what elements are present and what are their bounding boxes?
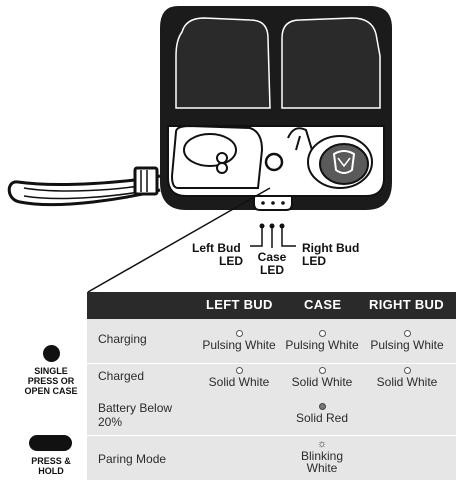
pointer-line xyxy=(87,187,271,293)
case-lid xyxy=(160,6,392,118)
right-bud-led-dot xyxy=(279,223,285,229)
table-header: LEFT BUD CASE RIGHT BUD xyxy=(87,292,456,319)
case-base xyxy=(160,118,392,211)
right-bud-led-label: Right Bud LED xyxy=(302,241,360,268)
white-led-icon xyxy=(235,330,243,337)
cell-charged-right: Solid White xyxy=(362,367,452,388)
cell-pairing-case: ☼ Blinking White xyxy=(277,438,367,475)
lanyard-strap xyxy=(7,166,161,207)
charging-case-illustration xyxy=(7,6,392,293)
row-label-charged: Charged xyxy=(98,369,145,383)
white-led-icon xyxy=(403,367,411,374)
press-hold-icon xyxy=(29,435,72,451)
table-body xyxy=(87,319,456,480)
white-led-icon xyxy=(318,367,326,374)
left-bud-led-dot xyxy=(259,223,265,229)
cell-charged-left: Solid White xyxy=(194,367,284,388)
row-label-pairing: Paring Mode xyxy=(98,452,167,466)
row-label-battery-low: Battery Below 20% xyxy=(98,401,173,429)
cell-charging-left: Pulsing White xyxy=(194,330,284,351)
single-press-label: SINGLE PRESS OR OPEN CASE xyxy=(24,366,78,396)
case-led-dot xyxy=(269,223,275,229)
red-led-icon xyxy=(318,403,326,410)
header-right-bud: RIGHT BUD xyxy=(369,297,444,312)
row-label-charging: Charging xyxy=(98,332,147,346)
white-led-icon xyxy=(318,330,326,337)
row-divider xyxy=(87,435,456,436)
row-divider xyxy=(87,363,456,364)
white-led-icon xyxy=(235,367,243,374)
cell-charging-case: Pulsing White xyxy=(277,330,367,351)
cell-charging-right: Pulsing White xyxy=(362,330,452,351)
left-bud-led-label: Left Bud LED xyxy=(192,241,243,268)
cell-battery-low-case: Solid Red xyxy=(277,403,367,424)
led-leader-lines xyxy=(250,226,296,248)
white-led-icon xyxy=(403,330,411,337)
header-case: CASE xyxy=(304,297,342,312)
blink-icon: ☼ xyxy=(316,438,328,450)
case-led-label: Case LED xyxy=(257,250,287,277)
press-hold-label: PRESS & HOLD xyxy=(31,456,71,476)
cell-charged-case: Solid White xyxy=(277,367,367,388)
header-left-bud: LEFT BUD xyxy=(206,297,273,312)
single-press-icon xyxy=(43,345,60,362)
